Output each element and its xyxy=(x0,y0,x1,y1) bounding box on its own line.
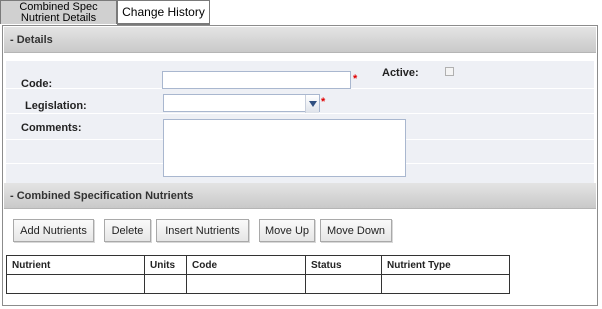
tab-change-history[interactable]: Change History xyxy=(117,0,210,24)
chevron-down-icon[interactable] xyxy=(305,95,319,113)
table-header-row: Nutrient Units Code Status Nutrient Type xyxy=(6,255,510,275)
code-input[interactable] xyxy=(162,71,351,89)
code-label: Code: xyxy=(21,78,53,90)
column-header-units[interactable]: Units xyxy=(144,255,187,275)
nutrients-table: Nutrient Units Code Status Nutrient Type xyxy=(6,255,510,294)
table-cell[interactable] xyxy=(144,274,187,294)
delete-button[interactable]: Delete xyxy=(104,219,151,242)
comments-textarea[interactable] xyxy=(163,119,406,177)
active-label: Active: xyxy=(382,67,419,79)
column-header-nutrient-type[interactable]: Nutrient Type xyxy=(381,255,510,275)
column-header-code[interactable]: Code xyxy=(186,255,306,275)
move-down-button[interactable]: Move Down xyxy=(320,219,392,242)
table-row[interactable] xyxy=(6,274,510,294)
tab-label: Combined Spec Nutrient Details xyxy=(19,0,98,24)
code-required-marker: * xyxy=(353,73,358,85)
insert-nutrients-button[interactable]: Insert Nutrients xyxy=(156,219,249,242)
column-header-nutrient[interactable]: Nutrient xyxy=(6,255,145,275)
move-up-button[interactable]: Move Up xyxy=(259,219,315,242)
legislation-required-marker: * xyxy=(321,96,326,108)
tab-combined-spec-nutrient-details[interactable]: Combined Spec Nutrient Details xyxy=(0,0,117,24)
column-header-status[interactable]: Status xyxy=(305,255,382,275)
table-cell[interactable] xyxy=(305,274,382,294)
add-nutrients-button[interactable]: Add Nutrients xyxy=(13,219,94,242)
details-section-header[interactable]: - Details xyxy=(4,27,596,53)
legislation-label: Legislation: xyxy=(25,100,87,112)
tab-divider xyxy=(117,24,210,25)
nutrients-section-title: - Combined Specification Nutrients xyxy=(10,189,194,202)
legislation-select[interactable] xyxy=(163,94,320,113)
comments-label: Comments: xyxy=(21,122,82,134)
details-section-title: - Details xyxy=(10,33,53,46)
table-cell[interactable] xyxy=(381,274,510,294)
tab-label: Change History xyxy=(122,4,205,19)
nutrients-section-header[interactable]: - Combined Specification Nutrients xyxy=(4,183,596,209)
table-cell[interactable] xyxy=(6,274,145,294)
row-divider xyxy=(6,113,594,114)
active-checkbox[interactable] xyxy=(445,67,454,76)
table-cell[interactable] xyxy=(186,274,306,294)
